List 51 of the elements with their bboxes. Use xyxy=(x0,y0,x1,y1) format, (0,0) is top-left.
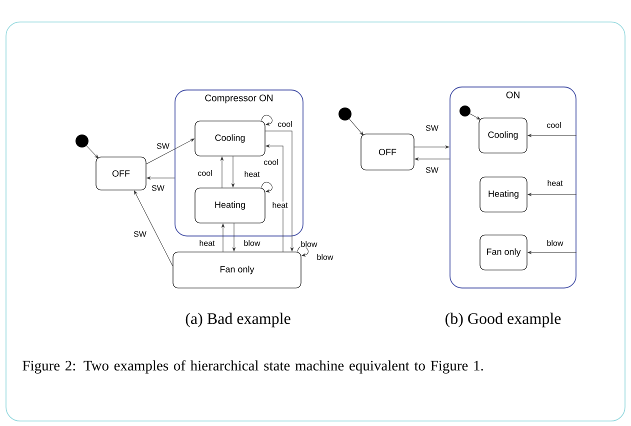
initial-state-dot xyxy=(76,134,88,148)
arrow xyxy=(414,158,450,160)
arrow xyxy=(146,176,175,180)
figure-caption: Figure 2: Two examples of hierarchical state machine equivalent to Figure 1. xyxy=(22,360,483,374)
edge-label: heat xyxy=(198,239,216,247)
edge-label: heat xyxy=(546,179,564,187)
arrow xyxy=(232,156,234,188)
state-box: Cooling xyxy=(194,120,266,156)
subfigure-label: (b) Good example xyxy=(446,312,561,328)
edge-label: blow xyxy=(546,239,564,247)
initial-state-dot xyxy=(338,108,352,120)
arrow xyxy=(414,146,450,148)
subfigure-label: (a) Bad example xyxy=(186,312,290,328)
arrow xyxy=(470,114,480,120)
edge-label: SW xyxy=(132,230,148,238)
arrow xyxy=(220,156,224,188)
edge-label: SW xyxy=(424,166,440,174)
edge-label: cool xyxy=(263,158,279,166)
edge-label: SW xyxy=(156,142,170,150)
state-box: Heating xyxy=(480,176,528,212)
state-box: OFF xyxy=(360,134,414,170)
edge-label: blow xyxy=(300,240,318,248)
edge-label: cool xyxy=(197,169,213,177)
state-box: Heating xyxy=(194,188,266,224)
arrow xyxy=(232,223,236,252)
edge-label: SW xyxy=(424,124,440,132)
initial-state-dot xyxy=(460,106,470,116)
arrow xyxy=(528,193,577,196)
state-box: Fan only xyxy=(172,252,302,288)
state-box: Cooling xyxy=(478,118,528,154)
edge-label: heat xyxy=(272,201,288,209)
edge-label: blow xyxy=(316,253,334,261)
edge-label: cool xyxy=(277,120,293,128)
arrow xyxy=(261,182,272,192)
arrow xyxy=(86,146,98,158)
arrow xyxy=(222,224,224,252)
arrow xyxy=(261,114,272,126)
arrow xyxy=(266,144,284,252)
arrow xyxy=(265,130,294,252)
arrow xyxy=(297,246,308,256)
state-box: Fan only xyxy=(480,234,528,270)
edge-label: SW xyxy=(150,184,166,192)
edge-label: blow xyxy=(243,239,261,247)
edge-label: cool xyxy=(546,121,562,129)
arrow xyxy=(528,251,577,254)
state-box: OFF xyxy=(96,156,146,190)
arrow xyxy=(528,134,577,137)
arrow xyxy=(146,138,194,164)
edge-label: heat xyxy=(244,170,260,178)
arrow xyxy=(349,118,364,136)
arrow xyxy=(134,190,173,266)
